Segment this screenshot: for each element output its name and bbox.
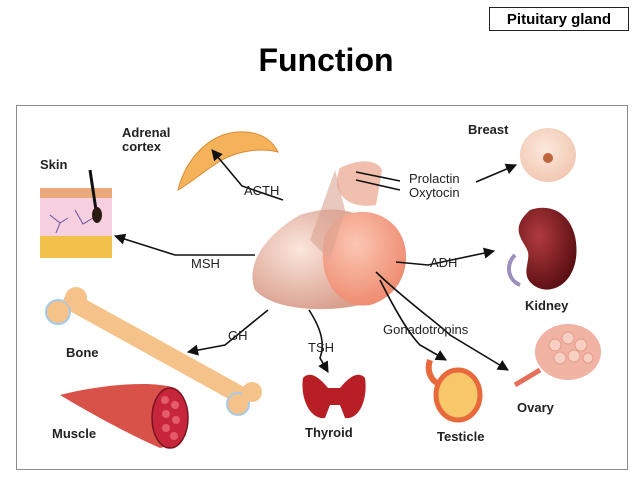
label-oxytocin: Oxytocin	[409, 185, 460, 200]
slide-tag: Pituitary gland	[489, 7, 629, 31]
bone-illustration	[45, 287, 262, 416]
ovary-illustration	[513, 324, 601, 388]
hormone-arrows	[113, 149, 516, 373]
label-gh: GH	[228, 328, 248, 343]
label-thyroid: Thyroid	[305, 425, 353, 440]
skin-illustration	[40, 169, 112, 258]
label-breast: Breast	[468, 122, 509, 137]
thyroid-illustration	[302, 374, 366, 419]
breast-illustration	[520, 128, 576, 182]
label-skin: Skin	[40, 157, 68, 172]
label-testicle: Testicle	[437, 429, 484, 444]
pituitary-gland	[252, 161, 407, 310]
slide-title: Function	[258, 42, 394, 78]
label-muscle: Muscle	[52, 426, 96, 441]
label-ovary: Ovary	[517, 400, 555, 415]
label-kidney: Kidney	[525, 298, 569, 313]
label-tsh: TSH	[308, 340, 334, 355]
label-bone: Bone	[66, 345, 99, 360]
label-adh: ADH	[430, 255, 457, 270]
label-msh: MSH	[191, 256, 220, 271]
label-adrenal: Adrenal	[122, 125, 170, 140]
testicle-illustration	[425, 359, 483, 423]
label-prolactin: Prolactin	[409, 171, 460, 186]
label-cortex: cortex	[122, 139, 162, 154]
label-gonadotropins: Gonadotropins	[383, 322, 469, 337]
muscle-illustration	[60, 384, 189, 449]
adrenal-cortex-illustration	[177, 131, 279, 192]
label-acth: ACTH	[244, 183, 279, 198]
kidney-illustration	[507, 207, 577, 290]
